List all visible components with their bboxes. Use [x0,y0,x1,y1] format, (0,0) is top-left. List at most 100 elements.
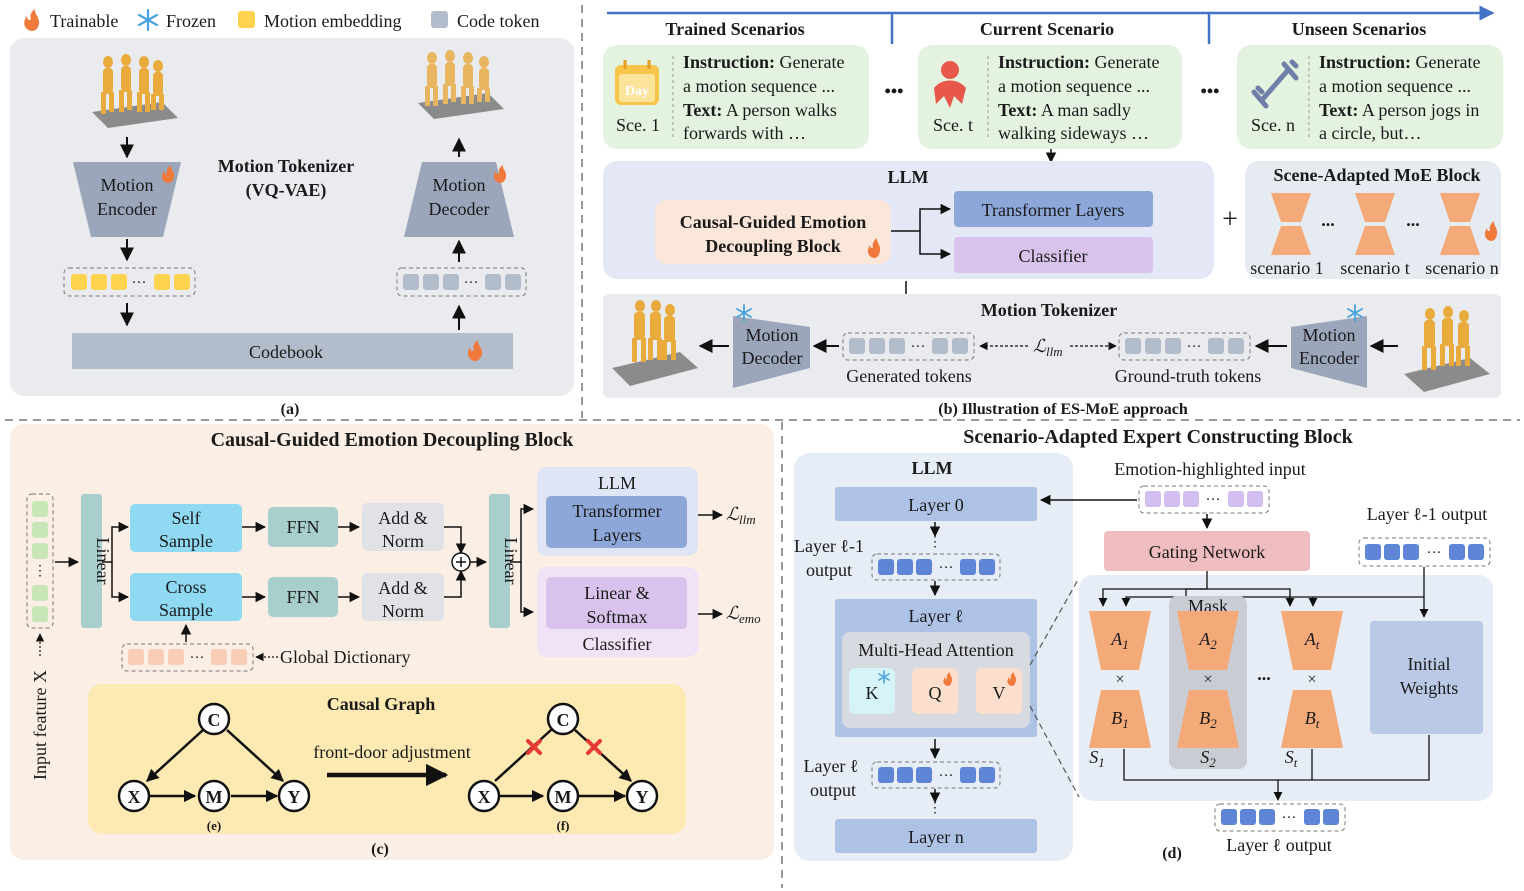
expert-2: A2 × B2 S2 [1177,611,1239,770]
emotion-input-label: Emotion-highlighted input [1114,459,1306,479]
svg-text:a motion sequence ...: a motion sequence ... [1319,76,1471,96]
plus-sign: + [1222,204,1238,235]
svg-text:scenario t: scenario t [1340,258,1409,278]
svg-text:···: ··· [464,275,479,291]
scenario-card-1: Day Sce. 1 Instruction: Generate a motio… [603,45,869,149]
svg-text:Norm: Norm [382,531,424,551]
ellipsis-2: ••• [1201,81,1220,101]
loss-emo-c: ℒemo [726,603,761,626]
emotion-highlighted-tokens: ··· [1138,485,1270,514]
layer-l-output-tokens-right: ··· [1214,803,1346,832]
svg-text:Decoder: Decoder [429,199,490,219]
llm-block-b: LLM Causal-Guided Emotion Decoupling Blo… [603,161,1214,279]
panel-a: Motion Encoder Motion Tokenizer (VQ-VAE)… [10,38,574,418]
flame-icon [24,9,40,31]
codebook [72,333,513,369]
cut-mark-icon [586,739,602,755]
svg-text:×: × [1203,671,1212,688]
moe-block: Scene-Adapted MoE Block ... ... scenario… [1245,161,1501,279]
svg-text:Sce. t: Sce. t [933,115,973,135]
legend-trainable: Trainable [50,11,118,31]
svg-text:Causal Graph: Causal Graph [327,694,436,714]
generated-tokens: ··· [842,332,975,361]
caption-c: (c) [371,841,389,858]
motion-decoder-a [404,162,514,237]
svg-text:Layer 0: Layer 0 [908,495,963,515]
svg-text:scenario 1: scenario 1 [1250,258,1323,278]
svg-text:Motion: Motion [745,325,798,345]
svg-text:⋮: ⋮ [928,535,942,550]
layer-n [835,819,1037,853]
svg-text:Softmax: Softmax [587,607,648,627]
svg-text:front-door adjustment: front-door adjustment [313,742,470,762]
svg-text:Encoder: Encoder [97,199,157,219]
svg-text:Motion: Motion [100,175,153,195]
svg-text:Decoder: Decoder [742,348,803,368]
panel-a-background [10,38,574,396]
caption-a: (a) [281,401,300,418]
legend-frozen: Frozen [166,11,216,31]
flame-icon [1007,672,1017,686]
svg-text:×: × [1307,671,1316,688]
motion-embedding-tokens: ··· [63,267,196,297]
human-motion-figure-input [1404,306,1490,392]
svg-text:output: output [810,780,856,800]
input-feature-label: Input feature X [30,670,50,780]
scenario-card-n: Sce. n Instruction: Generate a motion se… [1237,45,1503,149]
panel-c: Causal-Guided Emotion Decoupling Block ⋮… [10,424,774,860]
prev-output-tokens-llm: ··· [871,553,1001,581]
svg-text:···: ··· [911,339,926,355]
motion-decoder-b [733,316,810,388]
svg-text:output: output [806,560,852,580]
svg-text:Causal-Guided Emotion: Causal-Guided Emotion [680,212,867,232]
panel-b: Trained Scenarios Current Scenario Unsee… [603,5,1503,418]
svg-text:Generated tokens: Generated tokens [846,366,971,386]
svg-text:Weights: Weights [1400,678,1459,698]
svg-text:FFN: FFN [286,587,319,607]
input-feature-tokens: ⋮ [26,493,54,629]
snowflake-icon [736,304,752,322]
svg-text:...: ... [1321,210,1335,230]
flame-icon [867,238,881,258]
ellipsis-1: ••• [885,81,904,101]
classifier-b [954,237,1153,273]
svg-text:K: K [866,683,879,703]
add-norm-1 [362,503,444,551]
flame-icon [161,165,175,183]
svg-text:forwards with …: forwards with … [683,123,806,143]
flame-icon [943,672,953,686]
svg-text:LLM: LLM [887,167,928,187]
svg-text:···: ··· [1427,545,1442,561]
svg-text:Sample: Sample [159,600,213,620]
svg-text:Ground-truth tokens: Ground-truth tokens [1115,366,1261,386]
svg-text:···: ··· [1206,492,1221,508]
svg-text:Layers: Layers [593,525,642,545]
self-sample [130,504,242,552]
svg-text:X: X [128,787,141,807]
timeline-trained: Trained Scenarios [665,19,804,39]
svg-text:⋮: ⋮ [928,801,942,816]
snowflake-icon [137,8,159,32]
svg-text:M: M [206,787,223,807]
legend: Trainable Frozen Motion embedding Code t… [24,8,540,32]
svg-text:Q: Q [929,683,942,703]
tokenizer-title-a: Motion Tokenizer [218,156,355,176]
linear-1 [81,494,102,628]
svg-text:Linear: Linear [93,538,113,585]
svg-text:Initial: Initial [1408,654,1451,674]
ffn-2 [268,577,338,617]
global-dictionary-label: Global Dictionary [280,647,410,667]
svg-text:Norm: Norm [382,601,424,621]
causal-graph: Causal Graph C X M Y (e) front-door adju… [88,684,686,834]
svg-text:Decoupling Block: Decoupling Block [705,236,841,256]
svg-text:M: M [555,787,572,807]
human-motion-figure-right [418,50,504,119]
code-token-sequence-a: ··· [396,267,527,297]
svg-text:Cross: Cross [165,577,206,597]
svg-text:Text: A man sadly: Text: A man sadly [998,100,1131,120]
svg-text:LLM: LLM [598,473,636,493]
transformer-layers-b [954,191,1153,227]
svg-text:walking sideways …: walking sideways … [998,123,1149,143]
human-motion-figure-output [612,300,698,386]
svg-text:Gating Network: Gating Network [1149,542,1265,562]
